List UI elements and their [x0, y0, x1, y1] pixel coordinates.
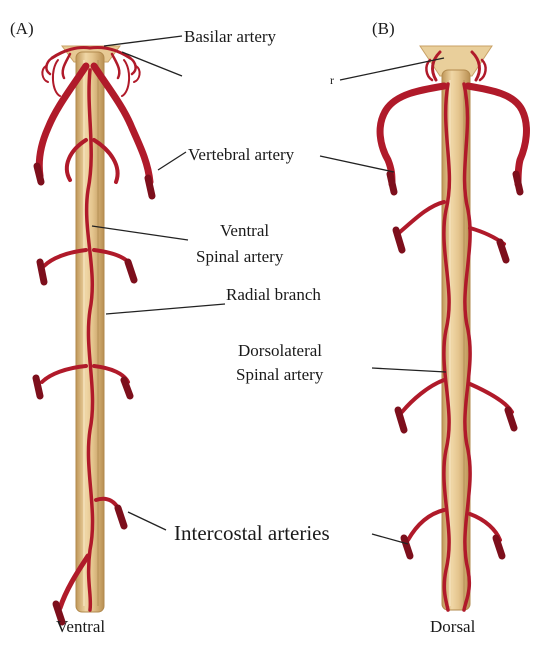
intercostal-leader-b — [371, 533, 409, 545]
ventral-basilar-branches — [41, 46, 141, 97]
dorsolateral-leader — [371, 367, 447, 373]
radial-leader — [105, 303, 226, 315]
basilar-artery-label: Basilar artery — [184, 27, 277, 46]
ventral-spinal-label-line2: Spinal artery — [196, 247, 284, 266]
ventral-spinal-label-line1: Ventral — [220, 221, 269, 240]
dorsolateral-spinal-arteries — [442, 82, 472, 612]
dorsal-vertebral-arteries — [376, 82, 530, 196]
leader-lines — [91, 35, 447, 545]
vertebral-leader-b — [319, 155, 395, 173]
vertebral-leader — [157, 151, 187, 171]
radial-branch-label: Radial branch — [226, 285, 321, 304]
intercostal-arteries-label: Intercostal arteries — [174, 521, 330, 545]
basilar-leader — [103, 35, 183, 47]
ventral-vertebral-arteries — [33, 62, 156, 200]
panel-a-caption: Ventral — [56, 617, 105, 636]
ventral-radial-branches — [32, 248, 138, 626]
dorsal-view — [376, 45, 530, 612]
vertebral-artery-label: Vertebral artery — [188, 145, 295, 164]
stray-mark-leader — [339, 57, 445, 81]
stray-mark-label: r — [330, 73, 334, 87]
panel-b-caption: Dorsal — [430, 617, 476, 636]
basilar-leader-2 — [121, 51, 183, 77]
intercostal-leader-a — [127, 511, 167, 531]
ventral-view — [32, 45, 156, 626]
panel-a-tag: (A) — [10, 19, 34, 38]
dorsolateral-label-line1: Dorsolateral — [238, 341, 322, 360]
dorsal-radial-branches — [392, 200, 518, 560]
dorsolateral-label-line2: Spinal artery — [236, 365, 324, 384]
ventral-spinal-artery — [84, 68, 95, 612]
ventral-spinal-leader — [91, 225, 189, 241]
panel-b-tag: (B) — [372, 19, 395, 38]
